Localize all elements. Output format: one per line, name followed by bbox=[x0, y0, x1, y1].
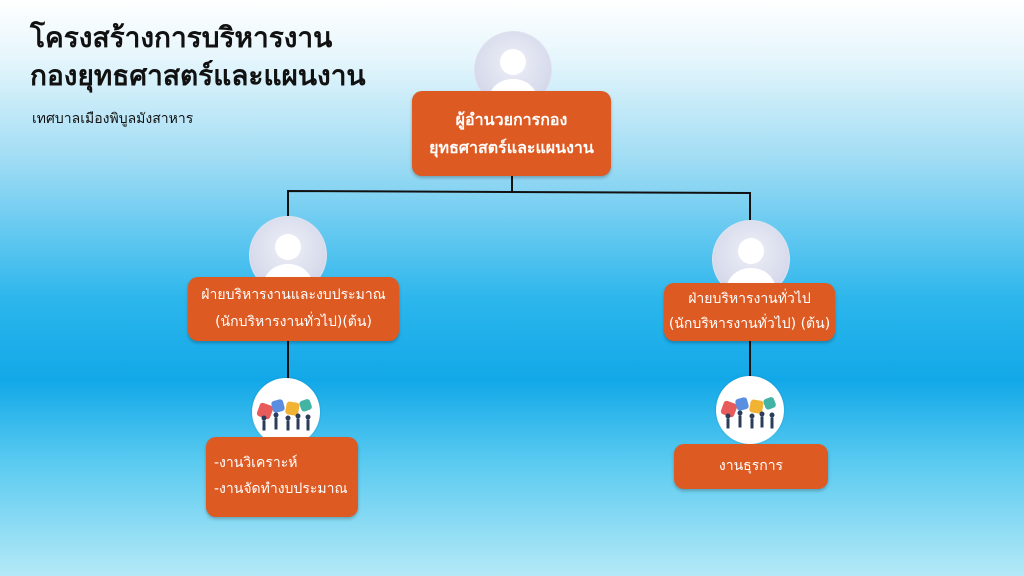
connector-horizontal bbox=[287, 189, 751, 222]
right-team-people-icon bbox=[716, 376, 784, 444]
right-division-line1: ฝ่ายบริหารงานทั่วไป bbox=[688, 290, 811, 307]
director-box: ผู้อำนวยการกอง ยุทธศาสตร์และแผนงาน bbox=[412, 91, 611, 176]
right-tasks-box: งานธุรการ bbox=[674, 444, 828, 489]
right-task-item-1: งานธุรการ bbox=[718, 458, 784, 475]
left-division-line1: ฝ่ายบริหารงานและงบประมาณ bbox=[201, 287, 386, 304]
left-division-line2: (นักบริหารงานทั่วไป)(ต้น) bbox=[215, 314, 372, 330]
director-title-line1: ผู้อำนวยการกอง bbox=[455, 110, 568, 130]
right-division-line2: (นักบริหารงานทั่วไป) (ต้น) bbox=[668, 316, 831, 332]
right-division-box: ฝ่ายบริหารงานทั่วไป (นักบริหารงานทั่วไป)… bbox=[664, 283, 835, 341]
left-task-item-2: -งานจัดทำงบประมาณ bbox=[214, 481, 348, 497]
left-task-item-1: -งานวิเคราะห์ bbox=[214, 455, 298, 472]
left-division-box: ฝ่ายบริหารงานและงบประมาณ (นักบริหารงานทั… bbox=[188, 277, 399, 341]
page-subtitle: เทศบาลเมืองพิบูลมังสาหาร bbox=[32, 111, 194, 127]
director-title-line2: ยุทธศาสตร์และแผนงาน bbox=[429, 137, 594, 157]
left-team-people-icon bbox=[252, 378, 320, 446]
page-title-line2: กองยุทธศาสตร์และแผนงาน bbox=[30, 59, 366, 92]
page-title-line1: โครงสร้างการบริหารงาน bbox=[30, 21, 333, 54]
left-tasks-box: -งานวิเคราะห์ -งานจัดทำงบประมาณ bbox=[206, 437, 358, 517]
